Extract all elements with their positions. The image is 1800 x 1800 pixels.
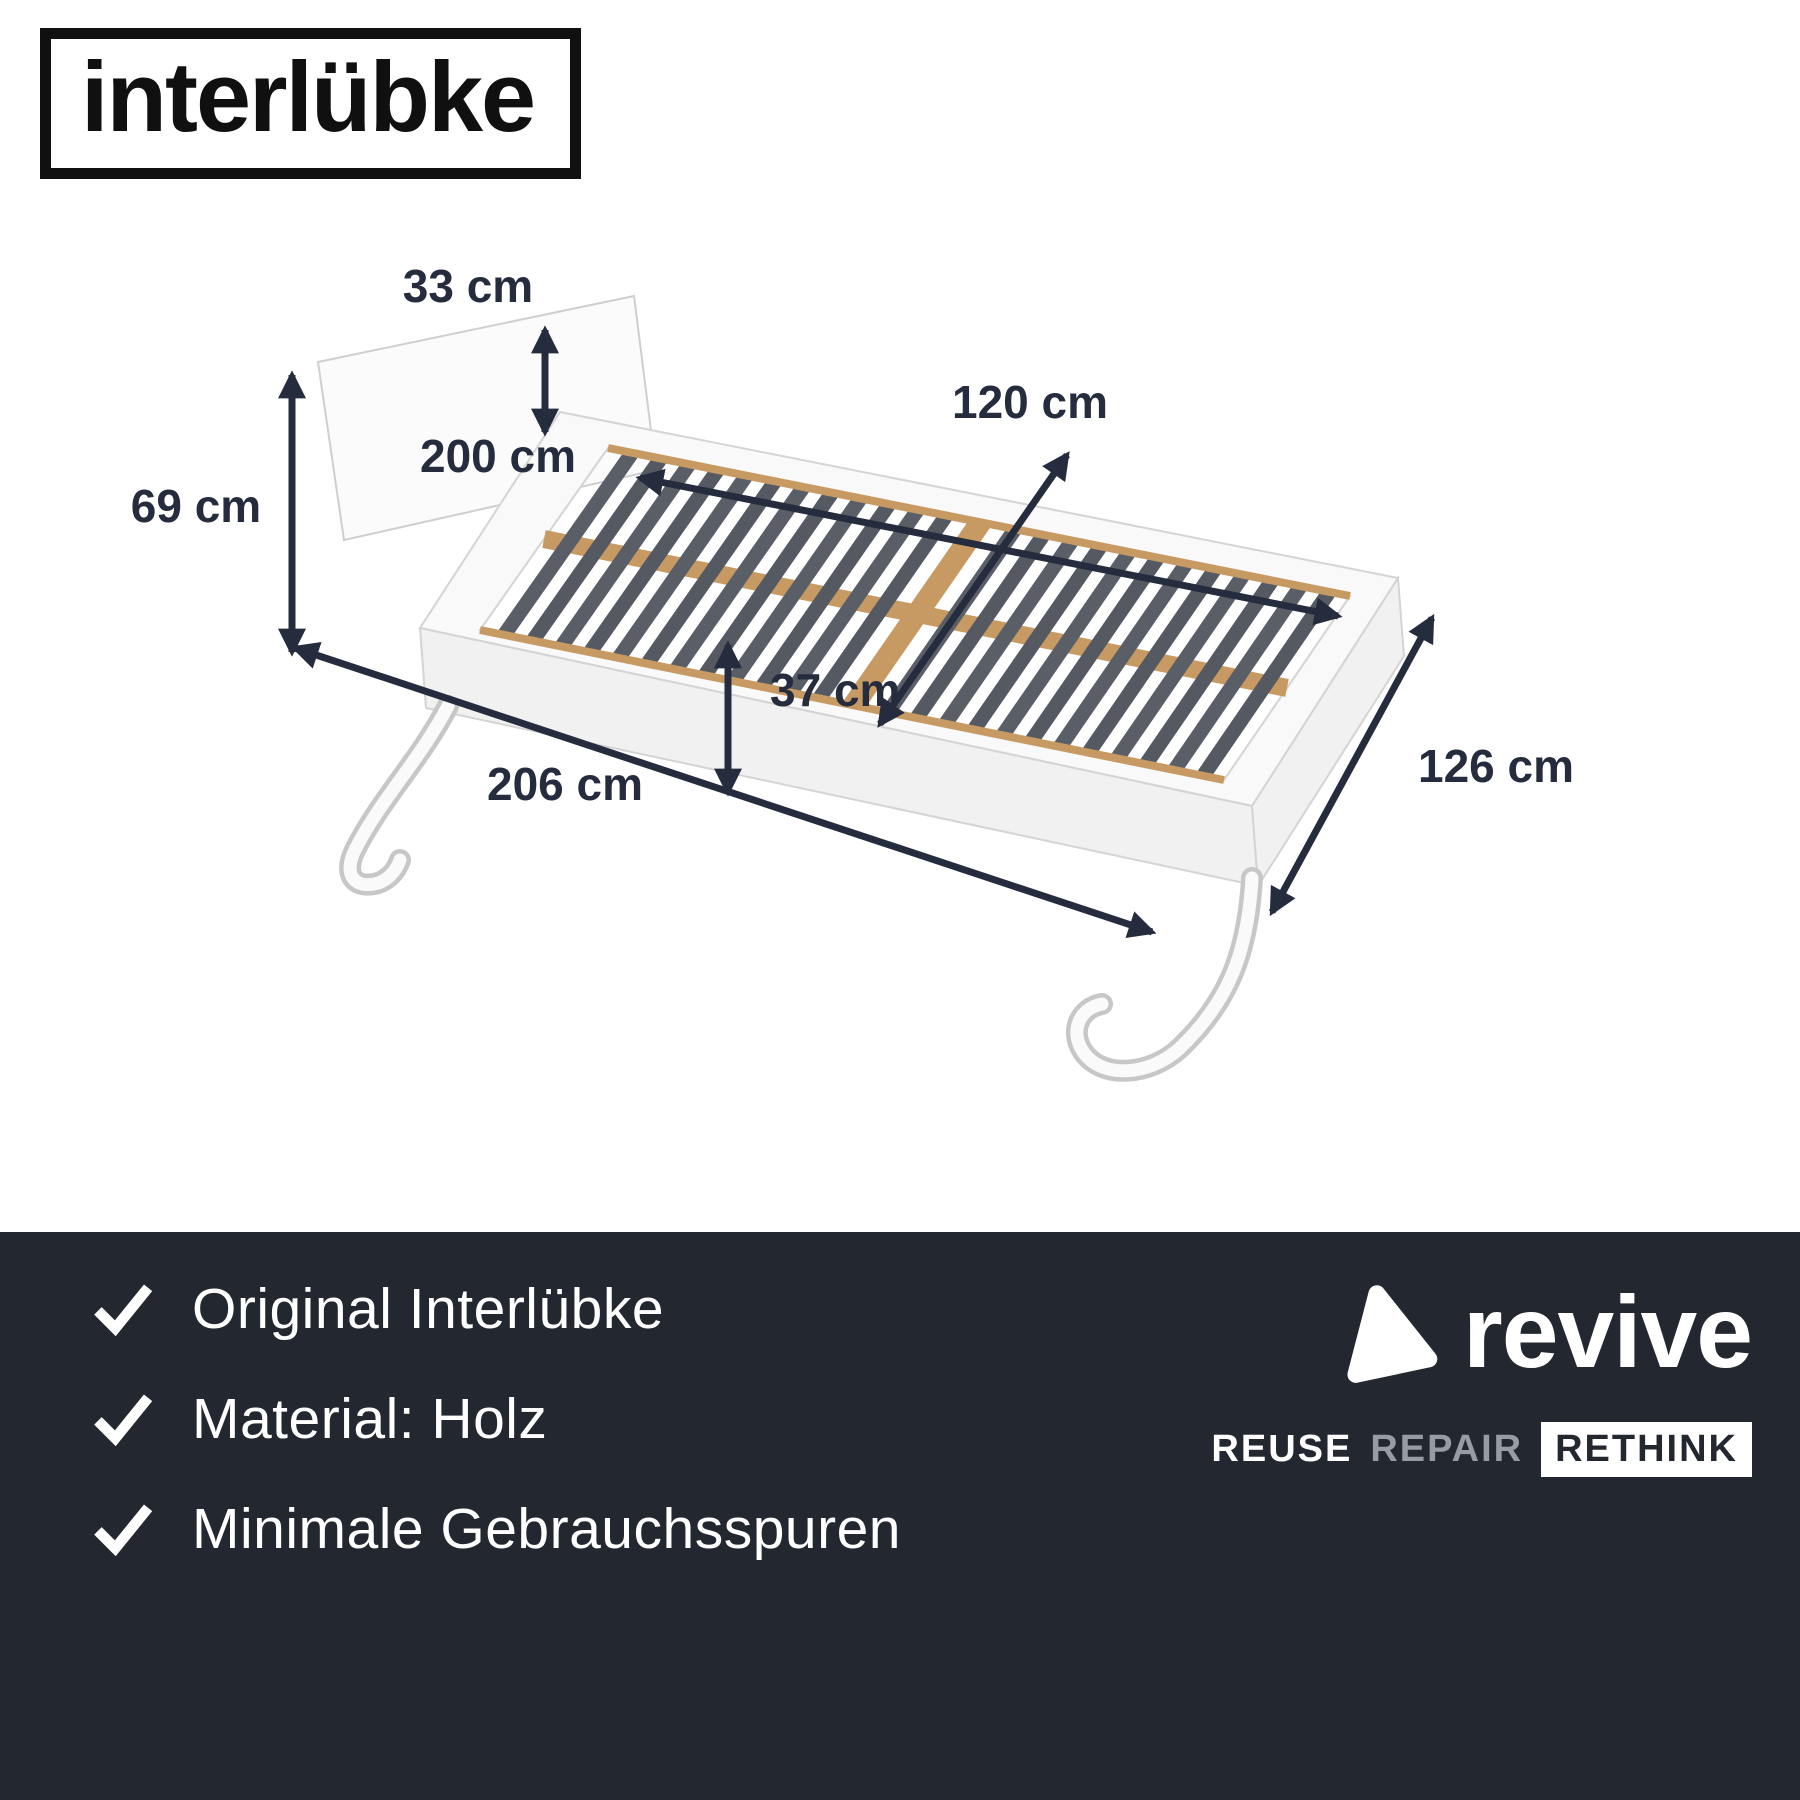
feature-list: Original Interlübke Material: Holz Minim… [92, 1276, 901, 1562]
tagline-rethink: RETHINK [1541, 1422, 1752, 1477]
dim-label-slat-frame-width: 120 cm [952, 376, 1108, 428]
footer-band: Original Interlübke Material: Holz Minim… [0, 1232, 1800, 1800]
bed-leg-right [1065, 867, 1263, 1082]
dim-label-headboard-above-frame: 33 cm [403, 260, 533, 312]
bed-slat [525, 457, 669, 643]
dim-arrow-overall-length [290, 642, 1157, 938]
tagline-reuse: REUSE [1211, 1428, 1353, 1470]
dim-arrow-overall-width [1268, 613, 1436, 917]
feature-item: Minimale Gebrauchsspuren [92, 1496, 901, 1562]
feature-item: Material: Holz [92, 1386, 901, 1452]
revive-logo-icon [1347, 1285, 1438, 1383]
feature-label: Original Interlübke [192, 1277, 665, 1341]
dim-label-overall-length: 206 cm [487, 758, 643, 810]
check-icon [94, 1284, 153, 1336]
dim-label-overall-width: 126 cm [1418, 740, 1574, 792]
feature-item: Original Interlübke [92, 1276, 901, 1342]
feature-label: Minimale Gebrauchsspuren [192, 1497, 901, 1561]
tagline-repair: REPAIR [1370, 1428, 1524, 1470]
check-icon [94, 1394, 153, 1446]
bed-dimension-diagram: 33 cm 69 cm 120 cm 200 cm 37 cm 206 cm 1… [131, 260, 1574, 1082]
revive-tagline: REUSE REPAIR RETHINK [1211, 1422, 1752, 1477]
dim-label-slat-frame-length: 200 cm [420, 430, 576, 482]
dim-label-side-frame-height: 37 cm [770, 664, 900, 716]
interluebke-logo-text: interlübke [81, 41, 536, 152]
bed-slat [496, 451, 640, 637]
dim-label-headboard-total-height: 69 cm [131, 480, 261, 532]
bed-leg-left [339, 695, 459, 896]
revive-wordmark: revive [1463, 1275, 1753, 1389]
feature-label: Material: Holz [192, 1387, 548, 1451]
revive-logo-block: revive REUSE REPAIR RETHINK [1211, 1275, 1753, 1477]
interluebke-logo: interlübke [40, 28, 582, 179]
revive-logo-row: revive [1329, 1275, 1753, 1389]
bed-slat [1138, 578, 1280, 766]
check-icon [94, 1504, 153, 1556]
